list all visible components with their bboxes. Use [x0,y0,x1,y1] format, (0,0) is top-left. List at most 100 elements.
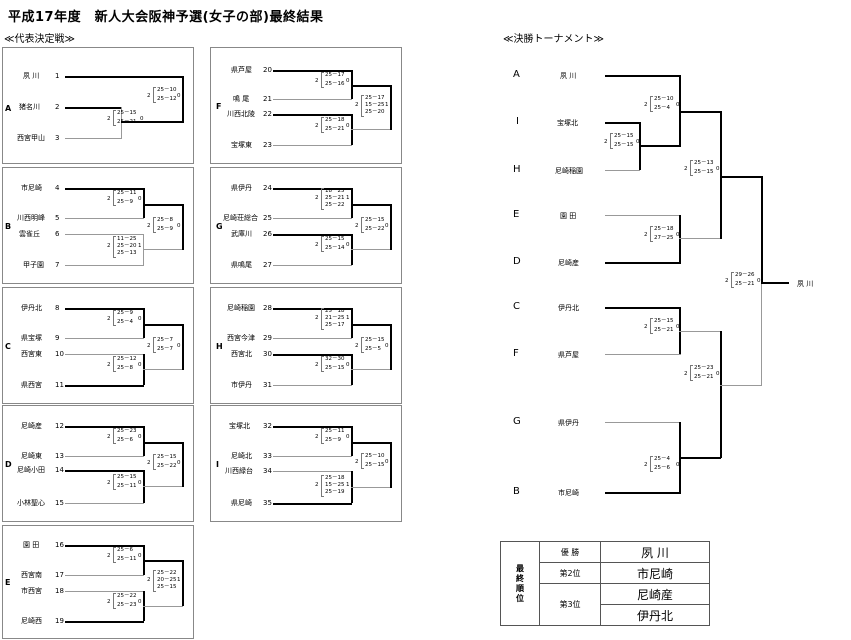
seed-letter: E [513,209,520,220]
team-name: 市尼崎 [21,184,42,192]
team-number: 14 [55,466,64,474]
team-name: 県鳴尾 [231,261,252,269]
team-name: 市西宮 [21,587,42,595]
team-name: 尼崎小田 [17,466,45,474]
team-number: 3 [55,134,60,142]
team-number: 1 [55,72,60,80]
final-team: 伊丹北 [558,304,579,312]
group-block-b: B 市尼崎 4 川西明峰 5 雲雀丘 6 甲子園 7 25－11 2 25－9 … [2,167,194,284]
team-name: 尼崎産 [21,422,42,430]
team-number: 30 [263,350,272,358]
group-label: E [5,578,11,587]
team-number: 6 [55,230,60,238]
team-name: 川西明峰 [17,214,45,222]
seed-letter: B [513,486,520,497]
team-name: 尼崎北 [231,452,252,460]
team-number: 23 [263,141,272,149]
rank-place: 優 勝 [539,541,601,563]
final-team: 県伊丹 [558,419,579,427]
group-block-c: C 伊丹北 8 県宝塚 9 西宮東 10 県西宮 11 25－9 2 25－4 … [2,287,194,404]
seed-letter: C [513,301,520,312]
team-number: 5 [55,214,60,222]
team-number: 24 [263,184,272,192]
team-number: 2 [55,103,60,111]
rank-place: 第2位 [539,562,601,584]
ranking-table: 最終順位 優 勝 夙 川 第2位 市尼崎 第3位 尼崎産 伊丹北 [500,541,710,626]
team-number: 20 [263,66,272,74]
rank-team: 尼崎産 [600,583,710,605]
group-block-g: G 県伊丹 24 尼崎荘総合 25 武庫川 26 県鳴尾 27 18－25 2 … [210,167,402,284]
team-name: 甲子園 [23,261,44,269]
team-name: 武庫川 [231,230,252,238]
team-name: 西宮今津 [227,334,255,342]
group-label: A [5,104,12,113]
seed-letter: G [513,416,521,427]
final-team: 県芦屋 [558,351,579,359]
group-label: B [5,222,12,231]
seed-letter: I [516,116,519,127]
team-name: 猪名川 [19,103,40,111]
team-number: 13 [55,452,64,460]
team-number: 28 [263,304,272,312]
team-name: 市伊丹 [231,381,252,389]
team-number: 34 [263,467,272,475]
team-number: 12 [55,422,64,430]
team-name: 県伊丹 [231,184,252,192]
team-name: 尼崎稲園 [227,304,255,312]
team-number: 7 [55,261,60,269]
group-label: H [216,342,223,351]
team-name: 夙 川 [23,72,40,80]
page-title: 平成17年度 新人大会阪神予選(女子の部)最終結果 [8,10,324,25]
team-number: 8 [55,304,60,312]
group-block-a: A 夙 川 1 猪名川 2 西宮甲山 3 25－15 2 25－21 0 25－… [2,47,194,164]
team-number: 19 [55,617,64,625]
team-number: 21 [263,95,272,103]
group-label: D [5,460,12,469]
team-name: 県芦屋 [231,66,252,74]
team-name: 鳴 尾 [233,95,250,103]
team-name: 尼崎荘総合 [223,214,258,222]
team-name: 尼崎西 [21,617,42,625]
team-number: 31 [263,381,272,389]
team-name: 伊丹北 [21,304,42,312]
seed-letter: A [513,69,520,80]
team-number: 18 [55,587,64,595]
section-heading-representative: ≪代表決定戦≫ [4,34,75,45]
rank-team: 市尼崎 [600,562,710,584]
team-number: 35 [263,499,272,507]
team-number: 15 [55,499,64,507]
team-name: 宝塚東 [231,141,252,149]
team-number: 33 [263,452,272,460]
group-label: I [216,460,219,469]
group-label: C [5,342,11,351]
rank-team: 夙 川 [600,541,710,563]
team-name: 県宝塚 [21,334,42,342]
team-number: 25 [263,214,272,222]
section-heading-final: ≪決勝トーナメント≫ [503,34,604,45]
team-name: 園 田 [23,541,40,549]
team-name: 県尼崎 [231,499,252,507]
group-label: F [216,102,222,111]
group-block-h: H 尼崎稲園 28 西宮今津 29 西宮北 30 市伊丹 31 25－18 2 … [210,287,402,404]
team-name: 西宮東 [21,350,42,358]
rank-place: 第3位 [539,583,601,626]
seed-letter: D [513,256,521,267]
champion-name: 夙 川 [797,280,814,288]
rank-team: 伊丹北 [600,604,710,626]
team-name: 川西北陵 [227,110,255,118]
team-number: 32 [263,422,272,430]
team-name: 県西宮 [21,381,42,389]
team-name: 尼崎東 [21,452,42,460]
ranking-header: 最終順位 [500,541,540,626]
group-block-d: D 尼崎産 12 尼崎東 13 尼崎小田 14 小林聖心 15 25－23 2 … [2,405,194,522]
seed-letter: H [513,164,521,175]
team-name: 西宮甲山 [17,134,45,142]
team-number: 11 [55,381,64,389]
group-block-i: I 宝塚北 32 尼崎北 33 川西緑台 34 県尼崎 35 25－11 2 2… [210,405,402,522]
team-number: 29 [263,334,272,342]
team-name: 宝塚北 [229,422,250,430]
final-team: 宝塚北 [557,119,578,127]
group-block-f: F 県芦屋 20 鳴 尾 21 川西北陵 22 宝塚東 23 25－17 2 2… [210,47,402,164]
final-team: 園 田 [560,212,577,220]
group-block-e: E 園 田 16 西宮南 17 市西宮 18 尼崎西 19 25－6 2 25－… [2,525,194,639]
